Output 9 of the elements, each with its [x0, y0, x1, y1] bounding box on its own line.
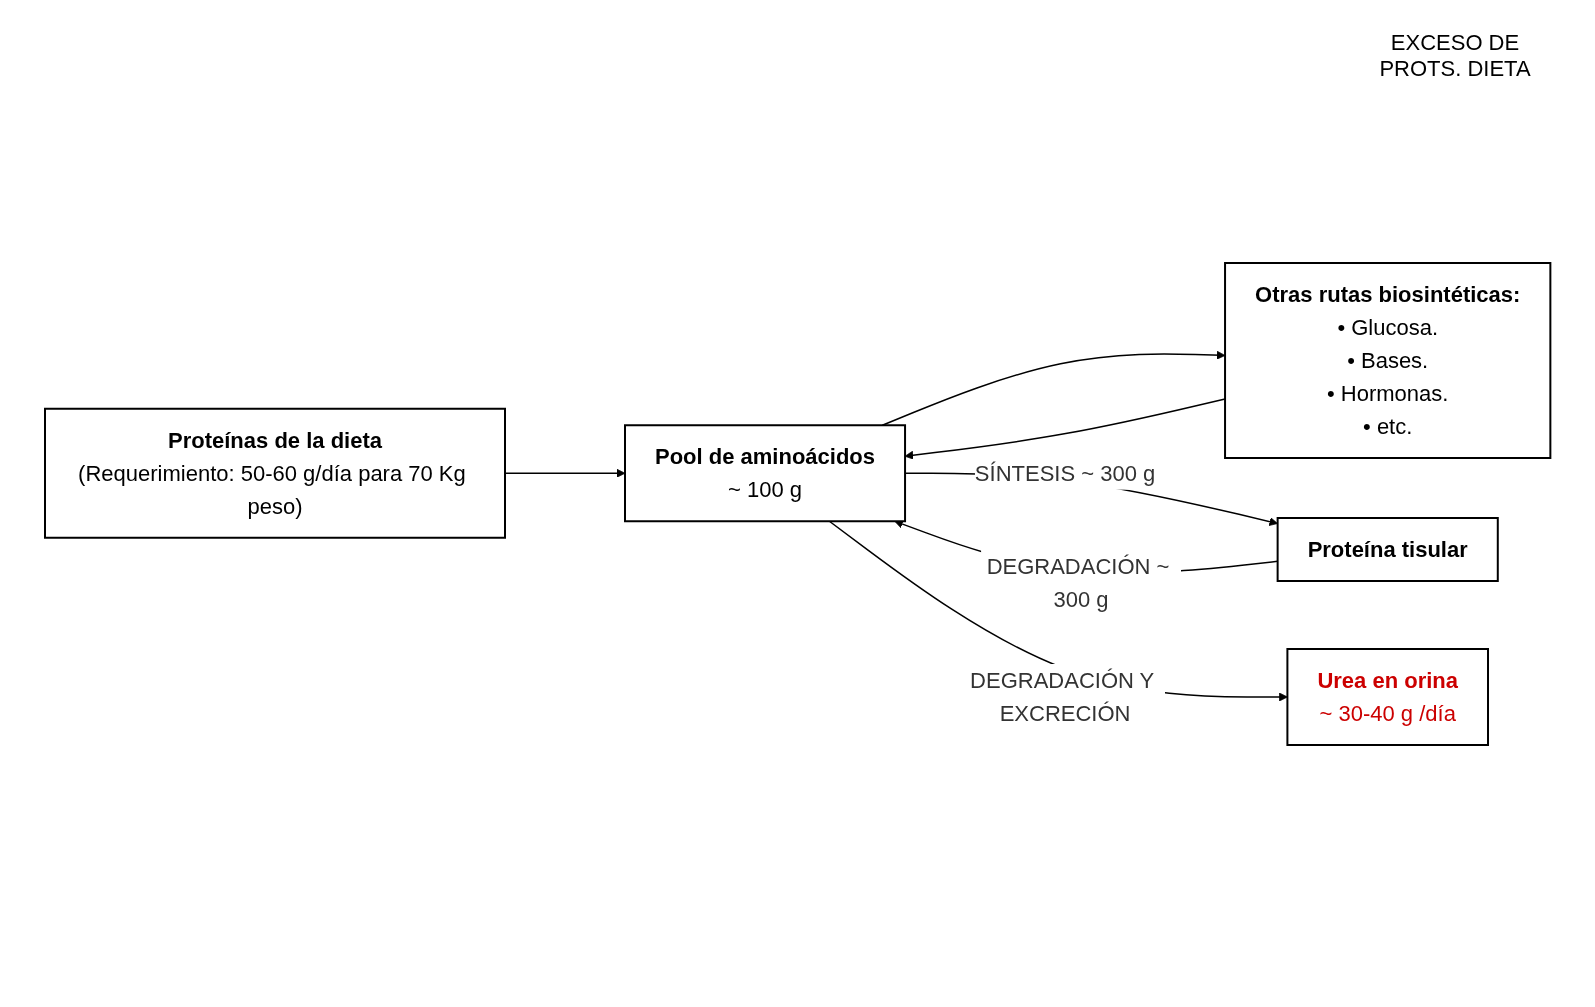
note-text: EXCESO DE PROTS. DIETA	[1378, 30, 1532, 82]
node-box: Urea en orina ~ 30-40 g /día	[1286, 647, 1489, 746]
node-box: Proteína tisular	[1276, 516, 1499, 582]
edge-label: DEGRADACIÓN ~ 300 g	[986, 553, 1170, 612]
node-box: Otras rutas biosintéticas: • Glucosa. • Bases. • Hormonas. • etc.	[1223, 261, 1552, 459]
edge-label: SÍNTESIS ~ 300 g	[974, 460, 1156, 486]
node-box: Proteínas de la dieta (Requerimiento: 50-60 g/día para 70 Kg peso)	[43, 407, 506, 539]
edge-label: DEGRADACIÓN Y EXCRECIÓN	[969, 667, 1154, 726]
node-box: Pool de aminoácidos ~ 100 g	[623, 423, 906, 522]
